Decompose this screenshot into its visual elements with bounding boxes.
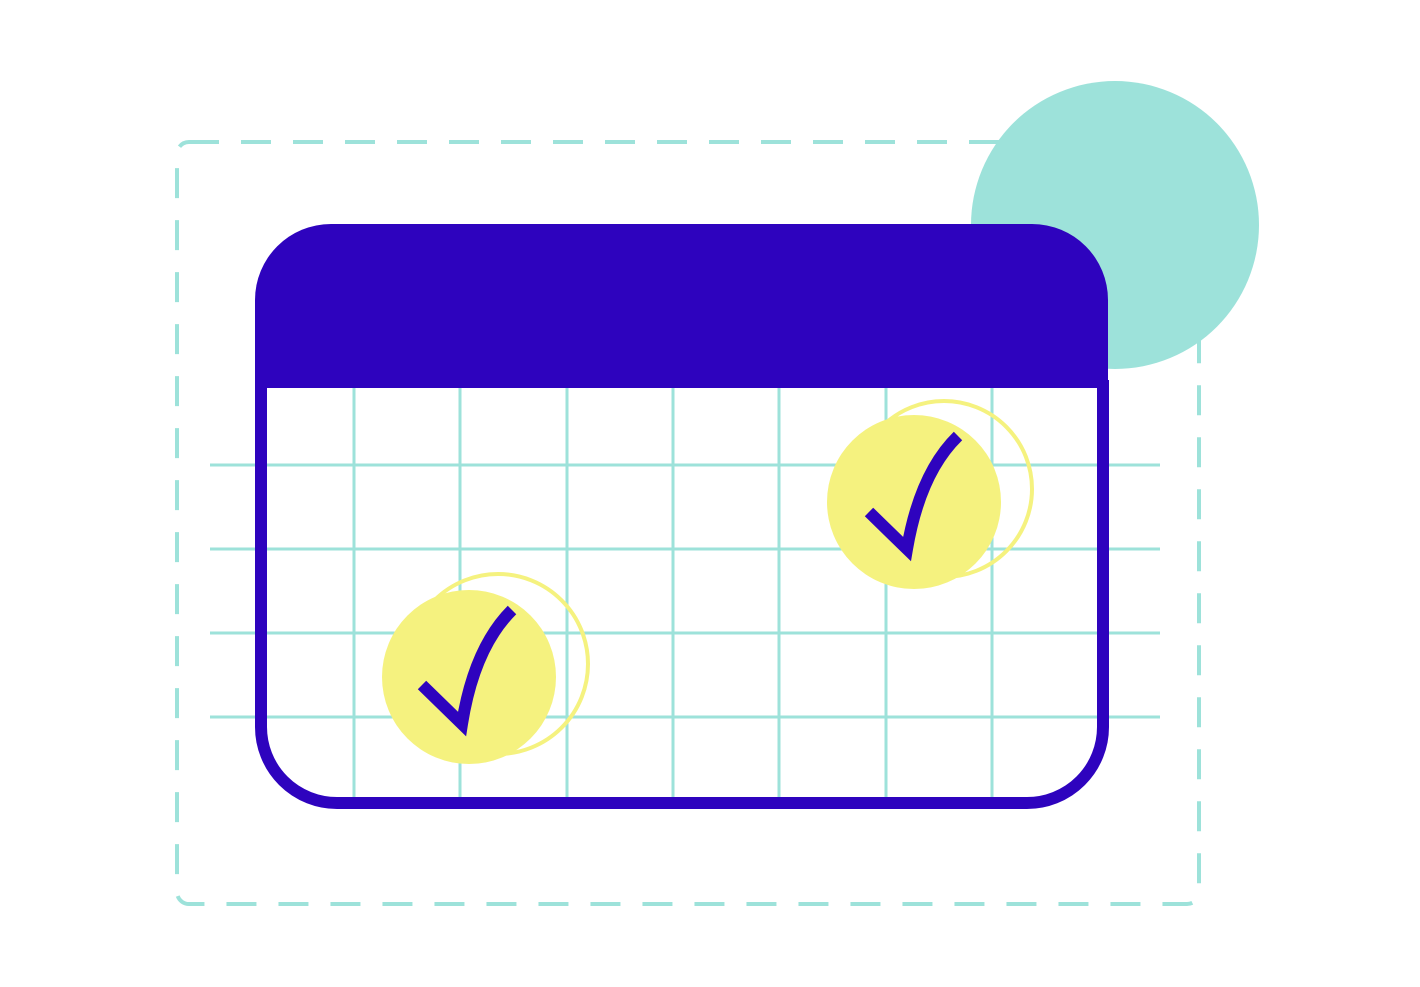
calendar-outline [255,380,1109,809]
check-icon [864,431,963,562]
check-badge-1 [382,572,590,764]
calendar-header [255,224,1108,388]
check-badge-2 [827,399,1034,589]
calendar-icon [210,224,1160,809]
calendar-grid [210,386,1160,797]
check-icon [417,605,517,737]
